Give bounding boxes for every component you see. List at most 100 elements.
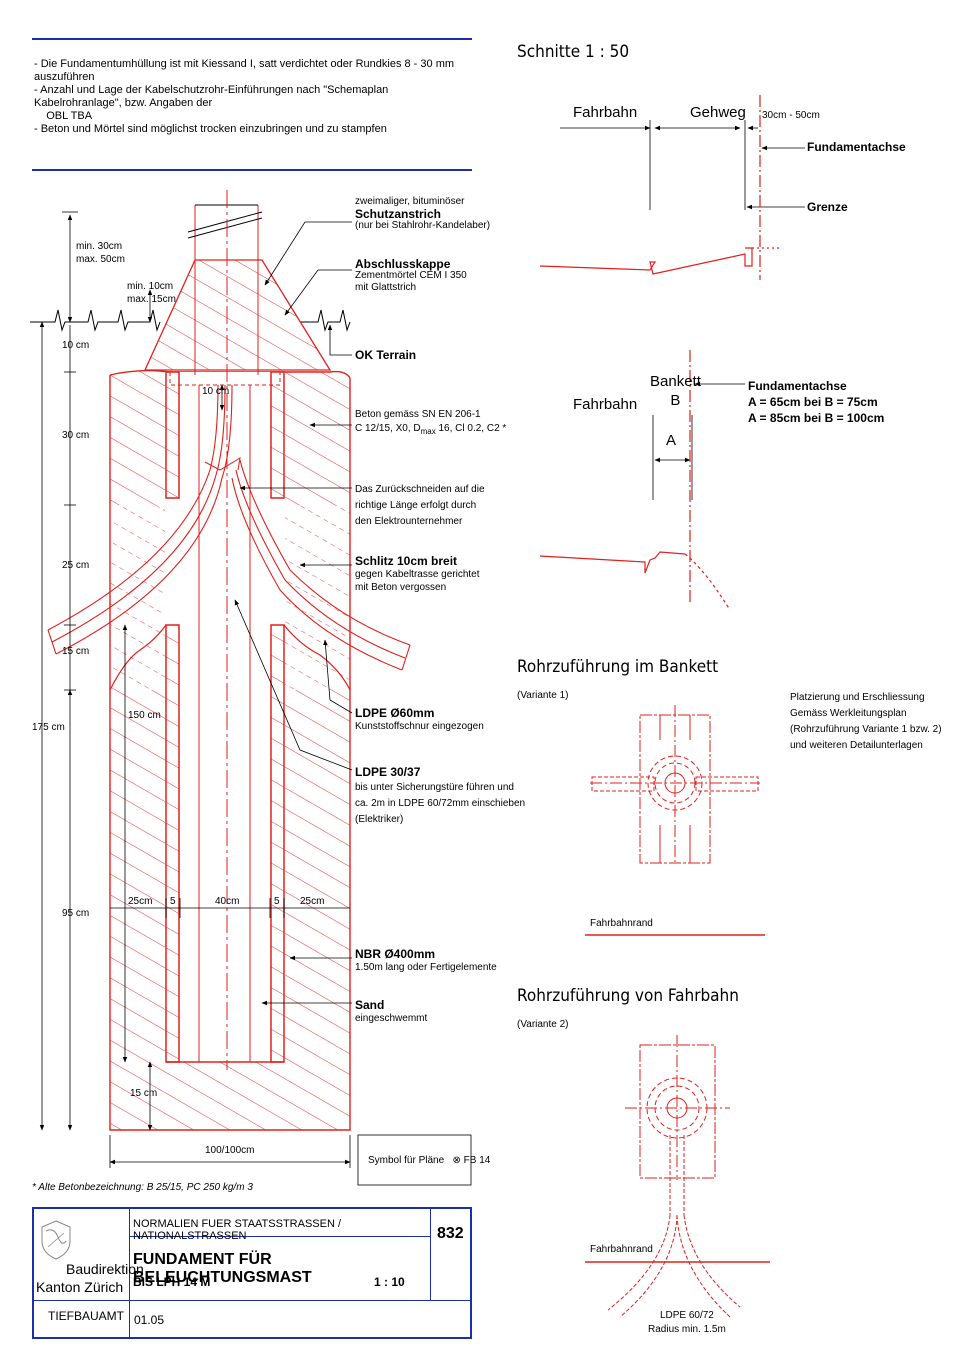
- tb-subtitle: BIS LPH 14 M: [133, 1275, 211, 1289]
- label-kappe-sub2: mit Glattstrich: [355, 282, 417, 293]
- label-schlitz-title: Schlitz 10cm breit: [355, 554, 458, 568]
- label-schneiden-line2: richtige Länge erfolgt durch: [355, 500, 477, 511]
- dim-min10: min. 10cm max. 15cm: [127, 280, 176, 306]
- tb-number-cell: 832: [430, 1209, 470, 1301]
- var2-title: Rohrzuführung von Fahrbahn: [517, 986, 739, 1006]
- dim-width-25b: 25cm: [300, 896, 325, 907]
- note-line: - Die Fundamentumhüllung ist mit Kiessan…: [34, 58, 455, 83]
- label-schutz: zweimaliger, bituminöser Schutzanstrich …: [355, 196, 490, 232]
- label-ldpe30-title: LDPE 30/37: [355, 765, 421, 779]
- s1-achse: Fundamentachse: [807, 140, 906, 154]
- mast-pipe: [187, 190, 263, 1070]
- label-schutz-small: zweimaliger, bituminöser: [355, 196, 465, 207]
- label-beton-prefix: C 12/15, X0, D: [355, 423, 421, 434]
- dim-width-5b: 5: [274, 896, 280, 907]
- tb-dept-cell: TIEFBAUAMT: [34, 1301, 130, 1339]
- general-notes: - Die Fundamentumhüllung ist mit Kiessan…: [34, 58, 474, 136]
- s1-dim: 30cm - 50cm: [762, 110, 820, 121]
- note-line: - Anzahl und Lage der Kabelschutzrohr-Ei…: [34, 84, 389, 109]
- sections-drawing: [539, 95, 805, 611]
- dimension-lines: [39, 211, 351, 1168]
- dim-175cm: 175 cm: [32, 722, 65, 733]
- tb-series: NORMALIEN FUER STAATSSTRASSEN / NATIONAL…: [133, 1218, 342, 1242]
- dim-15cm: 15 cm: [62, 646, 90, 657]
- dim-10cm-inner: 10 cm: [202, 386, 230, 397]
- cable-conduits: [47, 384, 411, 671]
- label-schneiden: Das Zurückschneiden auf die richtige Län…: [355, 482, 485, 530]
- s2-b-text: B: [670, 392, 681, 409]
- s2-achse-block: Fundamentachse A = 65cm bei B = 75cm A =…: [748, 378, 884, 426]
- tb-dept: TIEFBAUAMT: [48, 1309, 125, 1323]
- dim-10cm: 10 cm: [62, 340, 90, 351]
- var2-drawing: [585, 1035, 770, 1318]
- tb-scale: 1 : 10: [374, 1275, 405, 1289]
- dim-100: 100/100cm: [205, 1145, 255, 1156]
- label-beton-suffix: 16, Cl 0.2, C2 *: [435, 423, 507, 434]
- s1-gehweg: Gehweg: [690, 104, 746, 121]
- tb-series-cell: NORMALIEN FUER STAATSSTRASSEN / NATIONAL…: [130, 1209, 430, 1242]
- label-beton-line2: C 12/15, X0, Dmax 16, Cl 0.2, C2 *: [355, 422, 506, 439]
- s2-achse: Fundamentachse: [748, 379, 847, 393]
- var1-fahrbahnrand: Fahrbahnrand: [590, 918, 653, 929]
- label-beton-line1: Beton gemäss SN EN 206-1: [355, 409, 481, 420]
- label-schlitz-sub2: mit Beton vergossen: [355, 582, 447, 593]
- label-nbr-title: NBR Ø400mm: [355, 947, 436, 961]
- label-sand-sub: eingeschwemmt: [355, 1013, 428, 1024]
- label-schutz-title: Schutzanstrich: [355, 207, 442, 221]
- label-schneiden-line3: den Elektrounternehmer: [355, 516, 463, 527]
- var1-note2: Gemäss Werkleitungsplan: [790, 708, 907, 719]
- label-schneiden-line1: Das Zurückschneiden auf die: [355, 484, 485, 495]
- sections-title: Schnitte 1 : 50: [517, 42, 630, 62]
- canton-logo-icon: [41, 1220, 71, 1260]
- foundation-block: [109, 369, 351, 1131]
- s2-a: A: [666, 432, 677, 449]
- dim-min30-text: min. 30cm: [76, 241, 123, 252]
- s2-bankett-text: Bankett: [650, 373, 701, 390]
- var1-sub: (Variante 1): [517, 690, 569, 701]
- label-ldpe60-sub: Kunststoffschnur eingezogen: [355, 721, 484, 732]
- tb-number: 832: [437, 1225, 464, 1242]
- footnote: * Alte Betonbezeichnung: B 25/15, PC 250…: [32, 1182, 253, 1193]
- s1-fahrbahn: Fahrbahn: [573, 104, 638, 121]
- label-ldpe30-sub3: (Elektriker): [355, 814, 404, 825]
- dim-width-25a: 25cm: [128, 896, 153, 907]
- symbol-box: [357, 1134, 472, 1186]
- tb-org2: Kanton Zürich: [36, 1279, 124, 1295]
- label-sand: Sand eingeschwemmt: [355, 999, 427, 1025]
- label-ldpe60-title: LDPE Ø60mm: [355, 706, 435, 720]
- s2-line2: A = 85cm bei B = 100cm: [748, 411, 885, 425]
- symbol-code: ⊗ FB 14: [452, 1155, 491, 1166]
- var2-pipe-label: LDPE 60/72 Radius min. 1.5m: [648, 1309, 726, 1337]
- label-nbr: NBR Ø400mm 1.50m lang oder Fertigelement…: [355, 948, 497, 974]
- label-ldpe30: LDPE 30/37 bis unter Sicherungstüre führ…: [355, 764, 525, 828]
- var2-fahrbahnrand: Fahrbahnrand: [590, 1244, 653, 1255]
- dim-min10-text: min. 10cm: [127, 281, 174, 292]
- dim-95cm: 95 cm: [62, 908, 90, 919]
- dim-min30: min. 30cm max. 50cm: [76, 240, 125, 266]
- label-sand-title: Sand: [355, 998, 385, 1012]
- dim-max15-text: max. 15cm: [127, 294, 176, 305]
- dim-max50-text: max. 50cm: [76, 254, 125, 265]
- label-kappe: Abschlusskappe Zementmörtel CEM I 350 mi…: [355, 258, 467, 294]
- tb-title: FUNDAMENT FÜR BELEUCHTUNGSMAST: [133, 1251, 312, 1286]
- tb-date: 01.05: [134, 1313, 165, 1327]
- note-line: - Beton und Mörtel sind möglichst trocke…: [34, 123, 387, 135]
- dim-width-40: 40cm: [215, 896, 240, 907]
- var1-title: Rohrzuführung im Bankett: [517, 657, 719, 677]
- label-kappe-title: Abschlusskappe: [355, 257, 451, 271]
- cap: [143, 259, 332, 371]
- var1-note1: Platzierung und Erschliessung: [790, 692, 925, 703]
- label-schutz-sub: (nur bei Stahlrohr-Kandelaber): [355, 220, 491, 231]
- var1-note3: (Rohrzuführung Variante 1 bzw. 2): [790, 724, 942, 735]
- symbol-text: Symbol für Pläne: [368, 1155, 445, 1166]
- label-schlitz-sub1: gegen Kabeltrasse gerichtet: [355, 569, 480, 580]
- tb-title-cell: FUNDAMENT FÜR BELEUCHTUNGSMAST BIS LPH 1…: [130, 1237, 430, 1301]
- s2-bankett: Bankett B: [650, 372, 701, 410]
- var1-note4: und weiteren Detailunterlagen: [790, 740, 923, 751]
- var2-pipe2: Radius min. 1.5m: [648, 1324, 726, 1335]
- notes-bottom-rule: [32, 169, 472, 171]
- label-ldpe60: LDPE Ø60mm Kunststoffschnur eingezogen: [355, 706, 484, 734]
- label-nbr-sub: 1.50m lang oder Fertigelemente: [355, 962, 497, 973]
- var1-drawing: [585, 705, 765, 936]
